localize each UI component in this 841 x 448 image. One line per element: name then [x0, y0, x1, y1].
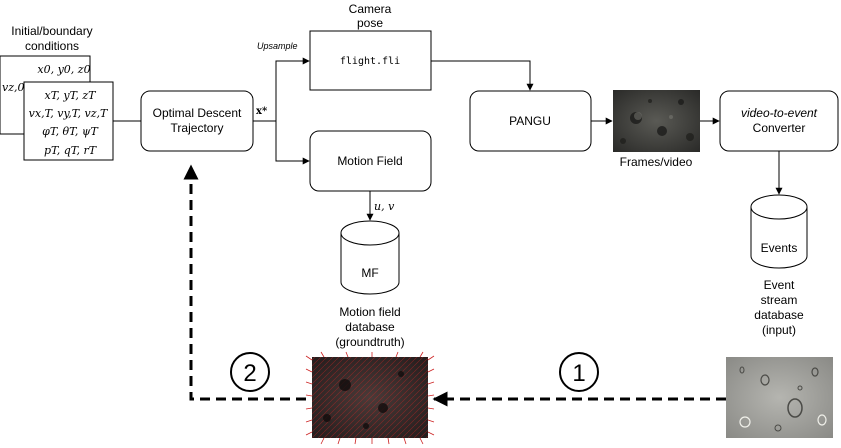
initial-conditions-vz0: vz,0 [2, 81, 25, 94]
events-database-cylinder [750, 194, 808, 269]
initial-conditions-title-1: Initial/boundary [11, 24, 92, 38]
events-caption-line: (input) [762, 323, 796, 337]
mf-database-cylinder [340, 220, 400, 295]
optimal-descent-label-2: Trajectory [171, 121, 224, 135]
pangu-label: PANGU [509, 114, 551, 128]
frames-video-image [613, 90, 700, 152]
mf-caption-line: (groundtruth) [335, 335, 404, 349]
frames-video-caption: Frames/video [620, 155, 693, 169]
camera-pose-label-2: pose [357, 16, 383, 30]
step-2-number: 2 [243, 360, 256, 387]
edge-flight-to-pangu [431, 60, 534, 91]
step-1-badge [559, 352, 599, 392]
event-stream-image [726, 357, 833, 438]
motion-field-image [305, 351, 435, 445]
edge-to-flight-file [275, 57, 310, 121]
flight-file-name: flight.fli [340, 56, 400, 67]
upsample-label: Upsample [257, 41, 298, 51]
events-database-label: Events [761, 241, 798, 255]
camera-pose-label-1: Camera [349, 2, 392, 16]
boundary-row: φT, θT, ψT [42, 125, 99, 138]
boundary-row: xT, yT, zT [45, 89, 98, 102]
flight-file-box [309, 30, 432, 91]
mf-caption-line: Motion field [339, 305, 400, 319]
edge-to-motion-field [275, 121, 310, 165]
optimal-descent-label-1: Optimal Descent [153, 106, 242, 120]
initial-conditions-row: x0, y0, z0 [37, 63, 90, 76]
boundary-row: pT, qT, rT [44, 144, 98, 157]
initial-conditions-title-2: conditions [25, 39, 79, 53]
events-caption-line: Event [764, 278, 795, 292]
step-1-number: 1 [572, 360, 585, 387]
step-2-badge [230, 352, 270, 392]
edge-dashed-step-2 [183, 164, 306, 401]
mf-database-label: MF [361, 266, 378, 280]
converter-label-2: Converter [753, 121, 806, 135]
events-caption-line: stream [761, 293, 798, 307]
events-caption-line: database [754, 308, 804, 322]
x-star-label: x* [256, 106, 268, 117]
uv-label: u, v [374, 200, 395, 213]
boundary-row: vx,T, vy,T, vz,T [29, 107, 109, 120]
converter-label-1: video-to-event [741, 106, 818, 120]
motion-field-label: Motion Field [337, 154, 402, 168]
mf-caption-line: database [345, 320, 395, 334]
boundary-conditions-front-box [23, 81, 114, 161]
